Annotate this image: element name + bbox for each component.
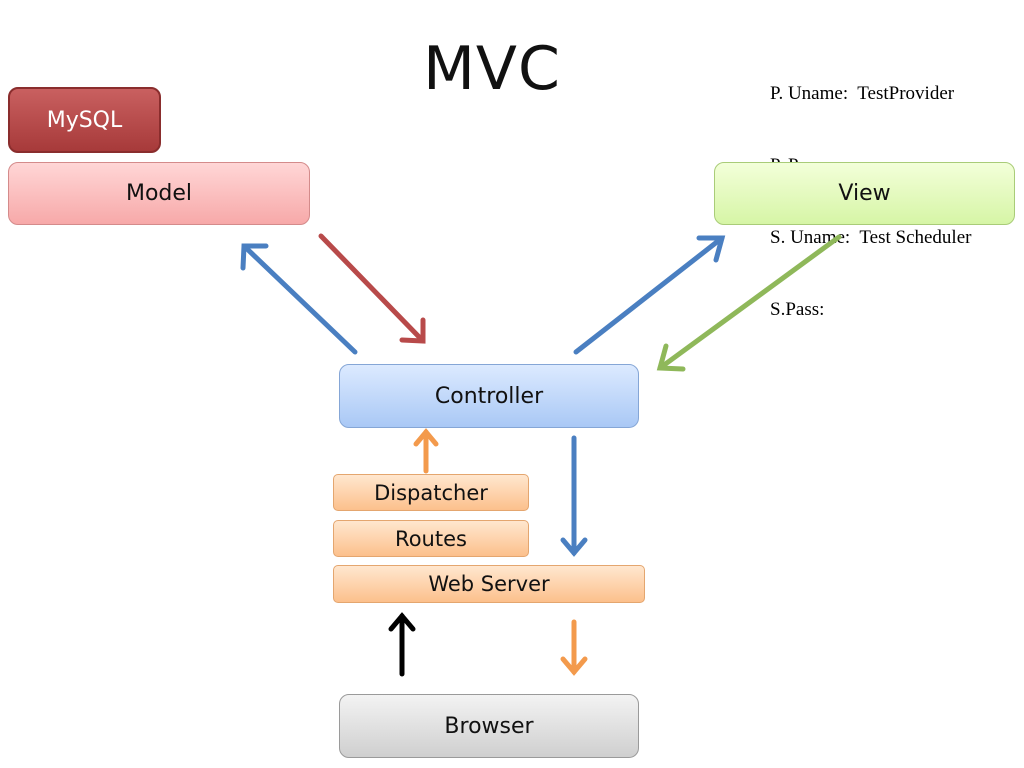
mysql-node: MySQL [8,87,161,153]
arrow-view-to-controller [656,234,842,372]
controller-label: Controller [434,383,544,409]
arrow-dispatcher-to-controller [413,428,439,474]
diagram-title: MVC [423,34,561,104]
dispatcher-node: Dispatcher [333,474,529,511]
view-label: View [838,181,891,206]
controller-node: Controller [339,364,639,428]
arrow-model-to-controller [318,233,426,344]
web-server-label: Web Server [428,572,550,596]
arrow-controller-to-model [240,243,358,355]
arrow-controller-to-web-server [560,435,588,557]
mysql-label: MySQL [46,107,123,133]
dispatcher-label: Dispatcher [374,480,488,505]
browser-node: Browser [339,694,639,758]
browser-label: Browser [444,713,534,739]
model-label: Model [125,181,193,206]
model-node: Model [8,162,310,225]
view-node: View [714,162,1015,225]
routes-label: Routes [395,526,467,551]
provider-username-text: P. Uname: TestProvider [770,83,955,104]
web-server-node: Web Server [333,565,645,603]
arrow-browser-to-web-server [388,612,416,677]
arrow-controller-to-view [573,235,726,355]
scheduler-password-text: S.Pass: [770,299,825,320]
routes-node: Routes [333,520,529,557]
scheduler-username-text: S. Uname: Test Scheduler [770,227,972,248]
arrow-web-server-to-browser [560,619,588,676]
